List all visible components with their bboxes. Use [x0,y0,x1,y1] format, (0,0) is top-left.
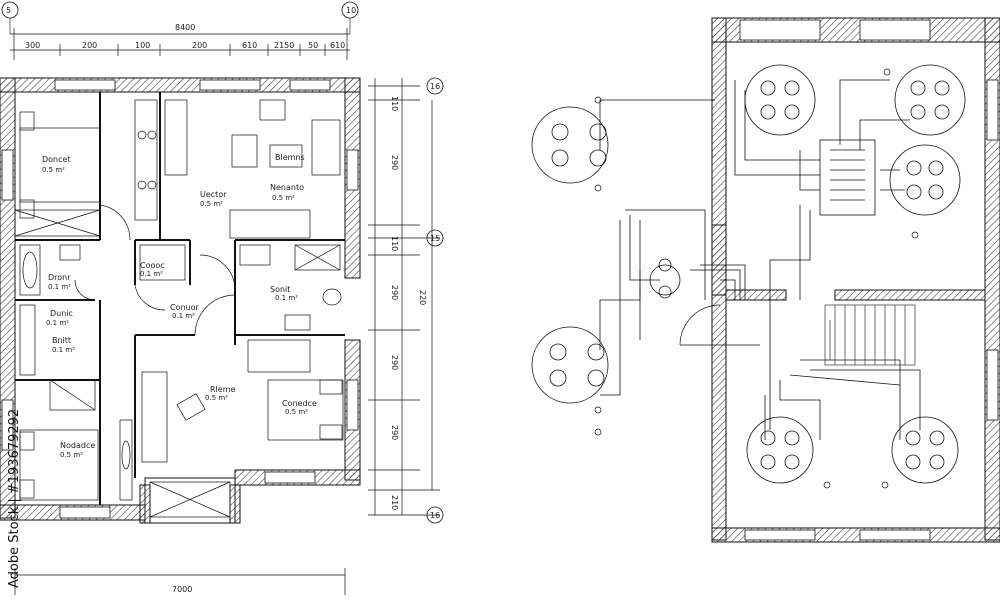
windows [1,79,359,519]
room-area-bathroom: 0.1 m² [275,294,298,302]
room-name-living-1b: Nenanto [270,183,304,192]
axis-label-top-right: 10 [346,6,356,15]
room-area-bath-1: 0.1 m² [48,283,71,291]
right-electrical-plan [531,17,1000,543]
rdim-2: 290 [390,155,399,170]
room-area-bedroom-2: 0.5 m² [60,451,83,459]
small-outlets [594,68,919,489]
rdim-5: 290 [390,355,399,370]
axis-label-r3: 16 [430,511,440,520]
dim-seg-8: 610 [330,41,345,50]
right-dimension-labels: 110 290 110 290 290 290 210 220 [390,96,427,510]
room-area-corridor: 0.1 m² [172,312,195,320]
stair [824,304,916,366]
room-area-bath-2: 0.1 m² [46,319,69,327]
left-floor-plan [0,1,444,595]
wiring [599,79,921,440]
dim-seg-2: 200 [82,41,97,50]
room-name-wc: Bnitt [52,336,71,345]
dim-seg-1: 300 [25,41,40,50]
overall-width-label: 8400 [175,23,195,32]
lighting-fixtures [531,64,966,484]
axis-marker-right-3 [426,506,444,524]
watermark-text: Adobe Stock | #193679292 [7,409,22,588]
room-name-bath-1: Dronr [48,273,71,282]
doors [74,204,236,336]
room-area-kitchen: 0.5 m² [200,200,223,208]
electrical-windows [739,19,999,541]
top-dimension-chain [10,28,350,60]
right-dimension-chain [368,78,440,516]
axis-label-r1: 16 [430,82,440,91]
top-dimension-labels: 8400 300 200 100 200 610 2150 50 610 [25,23,345,50]
room-name-closet: Coooc [140,261,165,270]
rdim-7: 210 [390,495,399,510]
room-name-hall: Rleme [210,385,235,394]
room-area-living-1b: 0.5 m² [272,194,295,202]
dim-seg-4: 200 [192,41,207,50]
dim-seg-3: 100 [135,41,150,50]
room-name-bedroom-1: Doncet [42,155,71,164]
distribution-panel [819,139,876,216]
room-name-living-1: Blemns [275,153,305,162]
axis-marker-labels: 5 10 16 15 16 [6,6,440,520]
room-name-kitchen: Uector [200,190,227,199]
dim-seg-5: 610 [242,41,257,50]
axis-label-r2: 15 [430,234,440,243]
rdim-3: 110 [390,236,399,251]
rdim-overall: 220 [418,290,427,305]
room-area-hall: 0.5 m² [205,394,228,402]
room-name-bedroom-2: Nodadce [60,441,95,450]
room-name-corridor: Conuor [170,303,200,312]
rdim-1: 110 [390,96,399,111]
stock-watermark: Adobe Stock | #193679292 [7,409,22,588]
electrical-outer-walls [711,17,1000,543]
room-area-closet: 0.1 m² [140,270,163,278]
room-area-living-2: 0.5 m² [285,408,308,416]
room-name-living-2: Conedce [282,399,317,408]
rdim-6: 290 [390,425,399,440]
axis-label-top-left: 5 [6,6,11,15]
furniture [14,99,344,518]
room-name-bath-2: Dunic [50,309,73,318]
room-area-wc: 0.1 m² [52,346,75,354]
room-area-bedroom-1: 0.5 m² [42,166,65,174]
electrical-door [679,304,721,346]
bottom-dimension-chain [14,568,346,595]
dim-seg-6: 2150 [274,41,294,50]
dim-seg-7: 50 [308,41,318,50]
axis-marker-right-2 [426,229,444,247]
bottom-overall-label: 7000 [172,585,192,594]
axis-marker-right-1 [426,77,444,95]
rdim-4: 290 [390,285,399,300]
room-labels: Doncet 0.5 m² Uector 0.5 m² Blemns Nenan… [42,153,317,459]
room-name-bathroom: Sonit [270,285,290,294]
